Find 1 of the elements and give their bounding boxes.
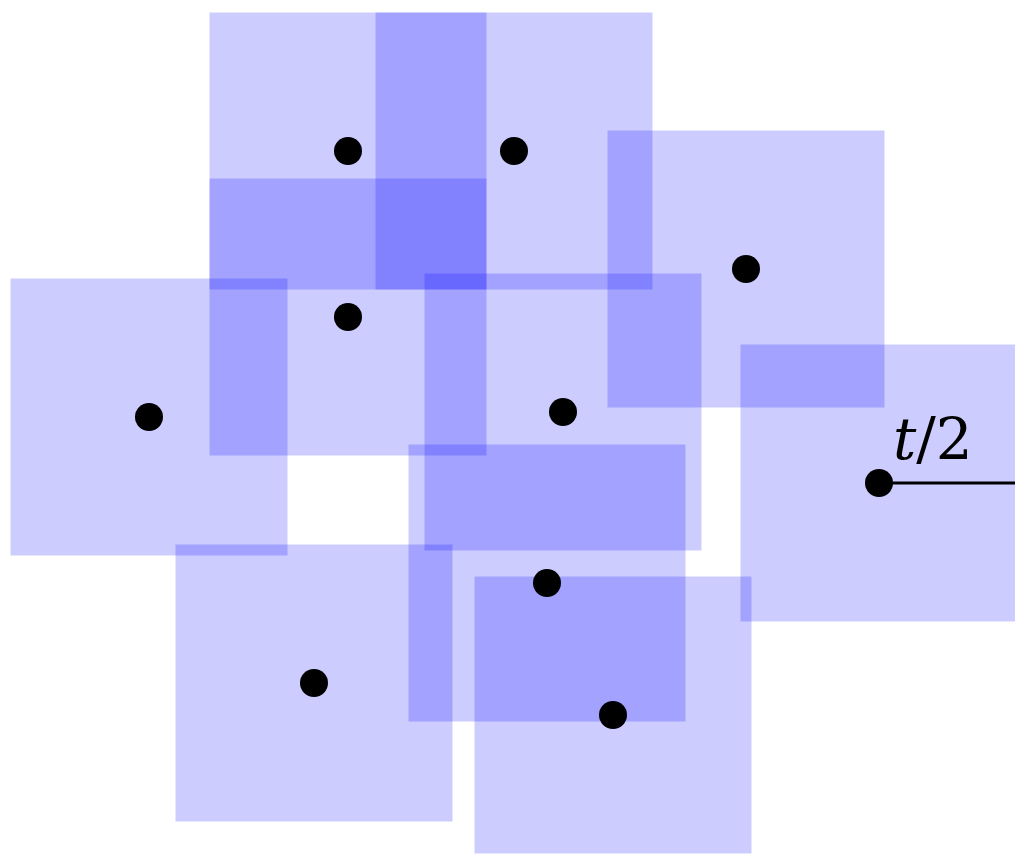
dimension-label: t/2 — [893, 410, 973, 468]
